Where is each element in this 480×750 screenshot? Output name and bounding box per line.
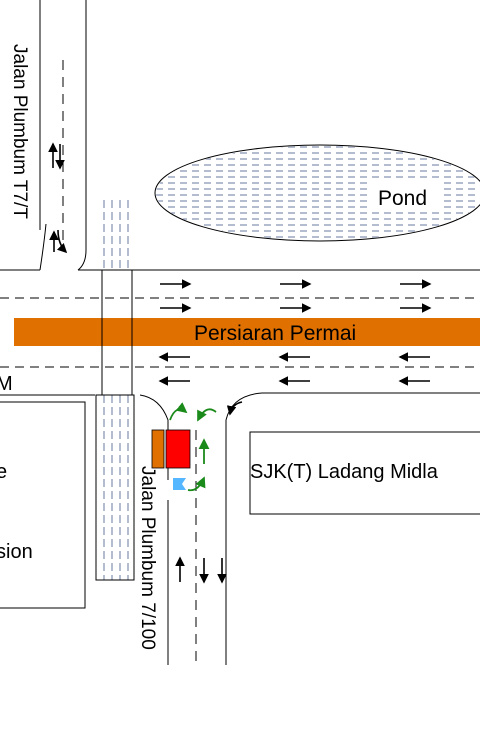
curved-arrow-icon	[49, 229, 68, 254]
arrow-left-icon	[158, 352, 430, 386]
left-building	[0, 401, 86, 609]
arrow-right-icon	[160, 279, 432, 313]
left-cut-label-top: M	[0, 373, 13, 395]
pond	[154, 144, 480, 242]
orange-marker	[151, 429, 165, 469]
side-road-north-label: Jalan Plumbum T7/T	[9, 44, 30, 219]
side-road-south	[167, 420, 227, 665]
left-cut-label-bottom: sion	[0, 541, 33, 563]
red-marker	[165, 429, 191, 469]
school-label: SJK(T) Ladang Midla	[250, 461, 439, 483]
pond-label: Pond	[378, 187, 427, 210]
left-cut-label-mid: e	[0, 461, 7, 483]
curved-arrow-icon	[169, 402, 217, 492]
pedestrian-crossing	[95, 200, 135, 581]
pond-label-bg	[368, 180, 440, 210]
main-road-label: Persiaran Permai	[194, 322, 356, 345]
curved-arrow-icon	[226, 401, 243, 416]
arrow-up-down-icon	[175, 556, 227, 584]
side-road-north	[39, 0, 87, 250]
main-road-band	[14, 318, 480, 346]
arrow-up-down-icon	[48, 142, 65, 170]
blue-flag-icon	[173, 478, 186, 490]
side-road-south-label: Jalan Plumbum 7/100	[137, 466, 158, 650]
school-building	[249, 431, 480, 515]
